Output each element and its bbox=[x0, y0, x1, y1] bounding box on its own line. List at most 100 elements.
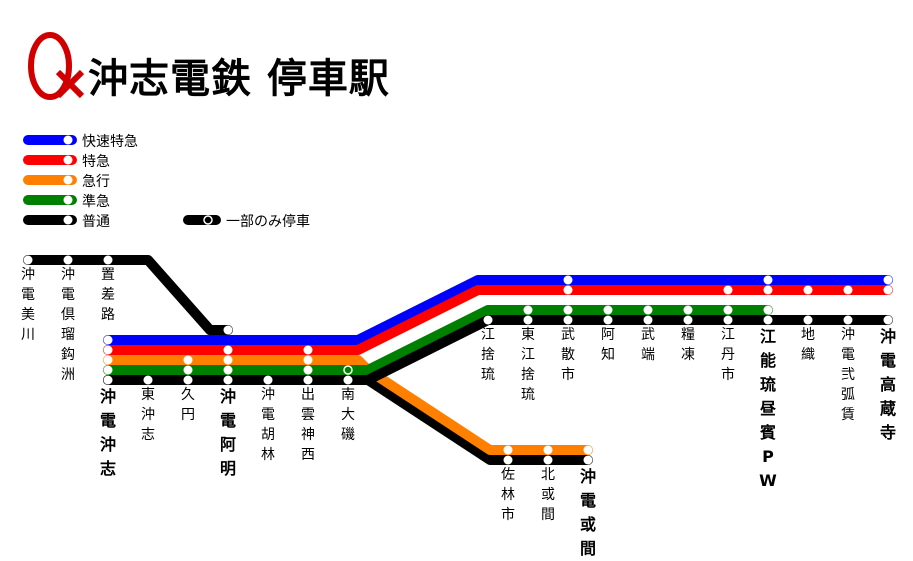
station-label[interactable]: 江捨琉 bbox=[481, 327, 495, 383]
station-label[interactable]: 沖電弐弧賃 bbox=[841, 327, 855, 423]
stop-dot bbox=[883, 315, 893, 325]
station-label[interactable]: 東沖志 bbox=[141, 387, 155, 443]
stop-dot bbox=[143, 375, 153, 385]
legend-label: 普通 bbox=[82, 214, 110, 230]
stop-dot bbox=[183, 355, 193, 365]
stop-dot bbox=[63, 255, 73, 265]
station-label[interactable]: 東江捨琉 bbox=[521, 327, 535, 403]
stop-dot bbox=[603, 305, 613, 315]
stop-dot bbox=[103, 345, 113, 355]
stop-dot bbox=[883, 285, 893, 295]
stop-dot bbox=[843, 285, 853, 295]
stop-dot bbox=[303, 375, 313, 385]
legend-label: 快速特急 bbox=[82, 134, 138, 150]
stop-dot bbox=[763, 275, 773, 285]
stop-dot bbox=[563, 305, 573, 315]
station-label[interactable]: 江丹市 bbox=[721, 327, 735, 383]
stop-dot bbox=[223, 375, 233, 385]
stop-dot bbox=[843, 315, 853, 325]
stop-dot bbox=[503, 455, 513, 465]
rapid-express-line bbox=[103, 275, 893, 345]
stop-dot bbox=[223, 325, 233, 335]
station-label[interactable]: 久円 bbox=[181, 387, 195, 423]
stop-dot bbox=[103, 335, 113, 345]
station-label[interactable]: 沖電美川 bbox=[21, 267, 35, 343]
legend-label: 特急 bbox=[82, 154, 110, 170]
stop-dot bbox=[803, 285, 813, 295]
station-label[interactable]: 北或間 bbox=[541, 467, 555, 523]
legend-stop-dot bbox=[63, 215, 73, 225]
stop-dot bbox=[223, 355, 233, 365]
stop-dot bbox=[183, 375, 193, 385]
legend-partial-label: 一部のみ停車 bbox=[226, 214, 310, 230]
station-label[interactable]: 南大磯 bbox=[341, 387, 355, 443]
stop-dot bbox=[103, 365, 113, 375]
station-label[interactable]: 沖電高蔵寺 bbox=[879, 327, 896, 442]
stop-dot bbox=[543, 455, 553, 465]
semi-express-line bbox=[103, 305, 773, 375]
stop-dot bbox=[683, 315, 693, 325]
station-label[interactable]: 地織 bbox=[801, 327, 815, 363]
stop-dot bbox=[583, 455, 593, 465]
stop-dot bbox=[183, 365, 193, 375]
legend-stop-dot bbox=[63, 135, 73, 145]
stop-dot bbox=[343, 375, 353, 385]
stop-dot bbox=[883, 275, 893, 285]
stop-dot bbox=[803, 315, 813, 325]
stop-dot bbox=[103, 255, 113, 265]
stop-dot bbox=[723, 305, 733, 315]
page-title: 沖志電鉄 停車駅 bbox=[88, 56, 390, 102]
station-label[interactable]: 沖電沖志 bbox=[99, 387, 116, 478]
stop-dot bbox=[263, 375, 273, 385]
express-line bbox=[103, 285, 893, 355]
station-label[interactable]: 武散市 bbox=[561, 327, 575, 383]
legend-partial-dot bbox=[203, 215, 213, 225]
legend-stop-dot bbox=[63, 155, 73, 165]
stop-dot bbox=[483, 315, 493, 325]
stop-dot bbox=[523, 315, 533, 325]
stop-dot bbox=[643, 315, 653, 325]
station-label[interactable]: 佐林市 bbox=[501, 467, 515, 523]
stop-dot bbox=[723, 285, 733, 295]
stop-dot bbox=[563, 285, 573, 295]
stop-dot bbox=[503, 445, 513, 455]
stop-dot bbox=[303, 345, 313, 355]
stop-dot bbox=[223, 365, 233, 375]
logo-icon bbox=[28, 32, 85, 100]
stop-dot bbox=[683, 305, 693, 315]
stop-dot bbox=[563, 315, 573, 325]
legend-label: 急行 bbox=[82, 174, 110, 190]
station-label[interactable]: 沖電胡林 bbox=[261, 387, 275, 463]
station-label[interactable]: 出雲神西 bbox=[301, 387, 315, 463]
station-label[interactable]: 糧凍 bbox=[681, 327, 695, 363]
station-label[interactable]: 沖電阿明 bbox=[219, 387, 236, 478]
stop-dot bbox=[103, 375, 113, 385]
stop-dot bbox=[643, 305, 653, 315]
station-label[interactable]: 沖電或間 bbox=[579, 467, 596, 558]
legend-label: 準急 bbox=[82, 194, 110, 210]
stop-dot bbox=[603, 315, 613, 325]
stop-dot bbox=[763, 285, 773, 295]
stop-dot bbox=[543, 445, 553, 455]
station-label[interactable]: 置差路 bbox=[101, 267, 115, 323]
stop-dot bbox=[523, 305, 533, 315]
legend-stop-dot bbox=[63, 195, 73, 205]
stop-dot bbox=[563, 275, 573, 285]
partial-stop-dot bbox=[343, 365, 353, 375]
stop-dot bbox=[303, 365, 313, 375]
stop-dot bbox=[223, 345, 233, 355]
station-label[interactable]: 阿知 bbox=[601, 327, 615, 363]
stop-dot bbox=[583, 445, 593, 455]
station-label[interactable]: 武端 bbox=[641, 327, 655, 363]
stop-dot bbox=[763, 315, 773, 325]
local-upper-branch-line bbox=[23, 255, 233, 335]
station-label[interactable]: 沖電倶瑠鈎洲 bbox=[61, 267, 75, 383]
stop-dot bbox=[103, 355, 113, 365]
stop-dot bbox=[23, 255, 33, 265]
stop-dot bbox=[723, 315, 733, 325]
stop-dot bbox=[303, 355, 313, 365]
stop-dot bbox=[763, 305, 773, 315]
